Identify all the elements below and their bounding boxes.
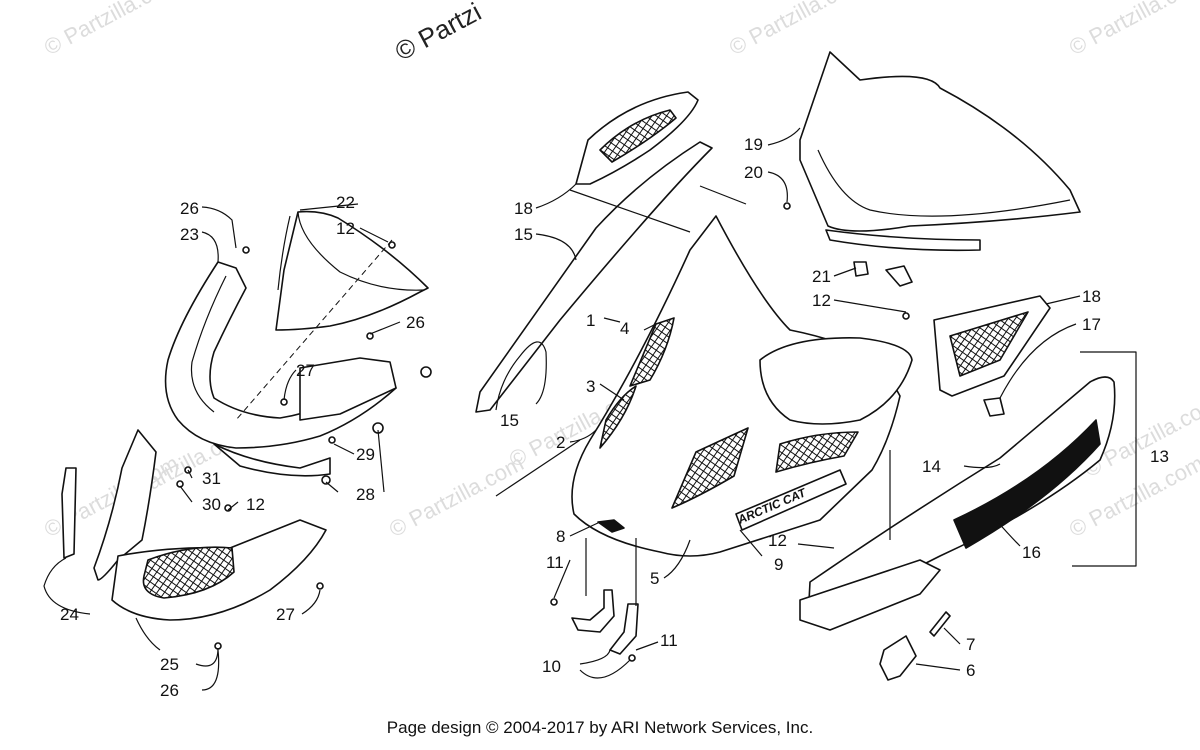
callout-31: 31 [202,469,221,488]
callout-14: 14 [922,457,941,476]
hood-lower-right-vent [775,431,859,473]
callout-6: 6 [966,661,975,680]
hood-bracket-left [571,589,615,633]
fastener [176,480,184,488]
fastener [321,475,331,485]
left-upper-hood-inner [190,275,227,413]
callout-3: 3 [586,377,595,396]
callout-21: 21 [812,267,831,286]
callout-12: 12 [246,495,265,514]
page-footer: Page design © 2004-2017 by ARI Network S… [386,718,814,737]
callout-15: 15 [500,411,519,430]
hood-lower-left-vent [599,385,637,449]
hood-left-vent [629,317,675,387]
callout-8: 8 [556,527,565,546]
callout-29: 29 [356,445,375,464]
left-lower-grille [142,546,235,599]
callout-1: 1 [586,311,595,330]
fastener [388,241,396,249]
callout-10: 10 [542,657,561,676]
main-hood [571,215,901,557]
hood-windscreen-opening [759,337,913,425]
callout-7: 7 [966,635,975,654]
callout-4: 4 [620,319,629,338]
side-trim-strip [475,141,713,413]
hood-bracket-right [609,603,639,655]
fastener [420,366,432,378]
left-lower-bracket [213,443,331,477]
callout-23: 23 [180,225,199,244]
small-clip [983,397,1005,417]
hood-decal [735,469,847,531]
callout-22: 22 [336,193,355,212]
right-windshield-edge [817,149,1071,217]
callout-27: 27 [296,361,315,380]
fastener [902,312,910,320]
fastener [316,582,324,590]
callout-9: 9 [774,555,783,574]
fastener [550,598,558,606]
fastener [328,436,336,444]
fastener [242,246,250,254]
callout-30: 30 [202,495,221,514]
left-windshield-edge [277,211,425,291]
callout-2: 2 [556,433,565,452]
callout-12: 12 [336,219,355,238]
windshield-clip [853,261,869,277]
fastener [366,332,374,340]
left-upper-hood-side [299,357,397,421]
callout-18: 18 [1082,287,1101,306]
hood-emblem [597,519,625,533]
fastener [783,202,791,210]
callout-20: 20 [744,163,763,182]
windshield-mount [885,265,913,287]
callout-25: 25 [160,655,179,674]
callout-27: 27 [276,605,295,624]
callout-18: 18 [514,199,533,218]
right-vent-mesh [949,311,1029,377]
callout-12: 12 [812,291,831,310]
callout-5: 5 [650,569,659,588]
callout-15: 15 [514,225,533,244]
left-edge-strip [61,467,77,559]
callout-17: 17 [1082,315,1101,334]
right-windshield-base [825,229,981,252]
upper-vent-cover-inner [599,109,677,163]
callout-26: 26 [160,681,179,700]
hood-right-vent [671,427,749,509]
pin [929,611,951,637]
side-panel-lower [799,559,941,631]
callout-26: 26 [180,199,199,218]
left-windshield [275,210,429,331]
right-windshield [799,51,1081,232]
callout-19: 19 [744,135,763,154]
callouts: 26 23 22 12 26 27 29 28 31 30 12 27 24 2… [60,135,1169,700]
rubber-block [879,635,917,681]
callout-13: 13 [1150,447,1169,466]
callout-28: 28 [356,485,375,504]
callout-26: 26 [406,313,425,332]
side-panel-decal [953,419,1101,549]
callout-16: 16 [1022,543,1041,562]
left-lower-nose [93,429,157,581]
fastener [628,654,636,662]
callout-12: 12 [768,531,787,550]
callout-11: 11 [660,631,678,650]
callout-11: 11 [546,553,564,572]
callout-24: 24 [60,605,79,624]
